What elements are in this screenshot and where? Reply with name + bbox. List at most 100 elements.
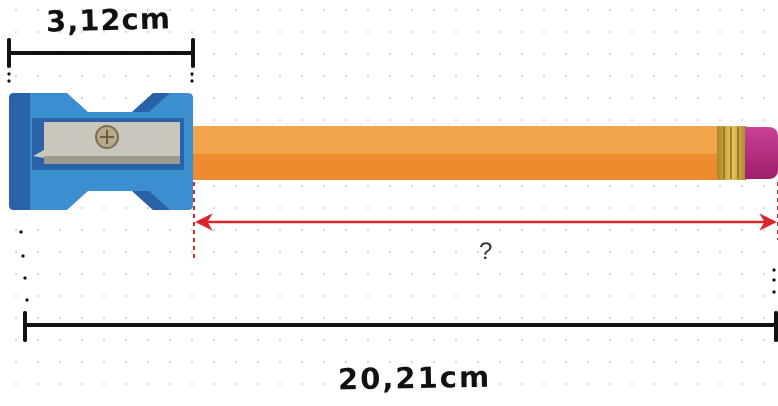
- grid-dot: [696, 206, 700, 210]
- grid-dot: [432, 8, 436, 12]
- grid-dot: [630, 382, 634, 386]
- grid-dot: [542, 74, 546, 78]
- grid-dot: [124, 294, 128, 298]
- grid-dot: [14, 8, 18, 12]
- grid-dot: [212, 52, 216, 56]
- grid-dot: [410, 338, 414, 342]
- grid-dot: [718, 294, 722, 298]
- grid-dot: [278, 272, 282, 276]
- grid-dot: [256, 338, 260, 342]
- grid-dot: [718, 382, 722, 386]
- grid-dot: [322, 74, 326, 78]
- grid-dot: [322, 272, 326, 276]
- grid-dot: [542, 250, 546, 254]
- grid-dot: [432, 228, 436, 232]
- grid-dot: [652, 338, 656, 342]
- grid-dot: [366, 30, 370, 34]
- grid-dot: [630, 96, 634, 100]
- grid-dot: [278, 184, 282, 188]
- grid-dot: [476, 118, 480, 122]
- grid-dot: [630, 228, 634, 232]
- grid-dot: [212, 30, 216, 34]
- grid-dot: [58, 250, 62, 254]
- grid-dot: [388, 360, 392, 364]
- grid-dot: [80, 8, 84, 12]
- grid-dot: [718, 250, 722, 254]
- grid-dot: [14, 338, 18, 342]
- grid-dot: [630, 8, 634, 12]
- grid-dot: [36, 250, 40, 254]
- grid-dot: [124, 316, 128, 320]
- grid-dot: [168, 228, 172, 232]
- grid-dot: [366, 184, 370, 188]
- grid-dot: [212, 206, 216, 210]
- grid-dot: [432, 118, 436, 122]
- grid-dot: [146, 74, 150, 78]
- grid-dot: [454, 316, 458, 320]
- grid-dot: [674, 228, 678, 232]
- grid-dot: [168, 272, 172, 276]
- grid-dot: [300, 52, 304, 56]
- grid-dot: [718, 52, 722, 56]
- grid-dot: [674, 74, 678, 78]
- grid-dot: [762, 360, 766, 364]
- grid-dot: [674, 316, 678, 320]
- grid-dot: [520, 74, 524, 78]
- grid-dot: [762, 316, 766, 320]
- grid-dot: [388, 316, 392, 320]
- grid-dot: [476, 74, 480, 78]
- grid-dot: [388, 8, 392, 12]
- grid-dot: [696, 382, 700, 386]
- grid-dot: [718, 96, 722, 100]
- grid-dot: [234, 74, 238, 78]
- pencil-sharpener-icon: [9, 93, 193, 210]
- grid-dot: [454, 250, 458, 254]
- grid-dot: [608, 184, 612, 188]
- grid-dot: [366, 228, 370, 232]
- grid-dot: [14, 272, 18, 276]
- grid-dot: [696, 30, 700, 34]
- grid-dot: [586, 382, 590, 386]
- grid-dot: [762, 294, 766, 298]
- grid-dot: [300, 338, 304, 342]
- grid-dot: [80, 30, 84, 34]
- grid-dot: [718, 74, 722, 78]
- grid-dot: [36, 228, 40, 232]
- grid-dot: [124, 74, 128, 78]
- grid-dot: [476, 272, 480, 276]
- grid-dot: [498, 206, 502, 210]
- grid-dot: [58, 272, 62, 276]
- grid-dot: [212, 228, 216, 232]
- grid-dot: [652, 74, 656, 78]
- grid-dot: [102, 96, 106, 100]
- grid-dot: [520, 228, 524, 232]
- grid-dot: [410, 250, 414, 254]
- grid-dot: [520, 382, 524, 386]
- grid-dot: [344, 184, 348, 188]
- grid-dot: [344, 316, 348, 320]
- grid-dot: [278, 8, 282, 12]
- grid-dot: [14, 228, 18, 232]
- grid-dot: [168, 338, 172, 342]
- grid-dot: [696, 360, 700, 364]
- grid-dot: [652, 30, 656, 34]
- grid-dot: [168, 316, 172, 320]
- grid-dot: [388, 272, 392, 276]
- grid-dot: [696, 74, 700, 78]
- grid-dot: [102, 8, 106, 12]
- grid-dot: [234, 206, 238, 210]
- grid-dot: [36, 294, 40, 298]
- grid-dot: [14, 74, 18, 78]
- grid-dot: [212, 250, 216, 254]
- grid-dot: [718, 228, 722, 232]
- grid-dot: [234, 316, 238, 320]
- grid-dot: [630, 52, 634, 56]
- grid-dot: [696, 228, 700, 232]
- grid-dot: [432, 294, 436, 298]
- grid-dot: [300, 316, 304, 320]
- grid-dot: [58, 8, 62, 12]
- grid-dot: [410, 272, 414, 276]
- grid-dot: [586, 272, 590, 276]
- grid-dot: [740, 118, 744, 122]
- grid-dot: [300, 272, 304, 276]
